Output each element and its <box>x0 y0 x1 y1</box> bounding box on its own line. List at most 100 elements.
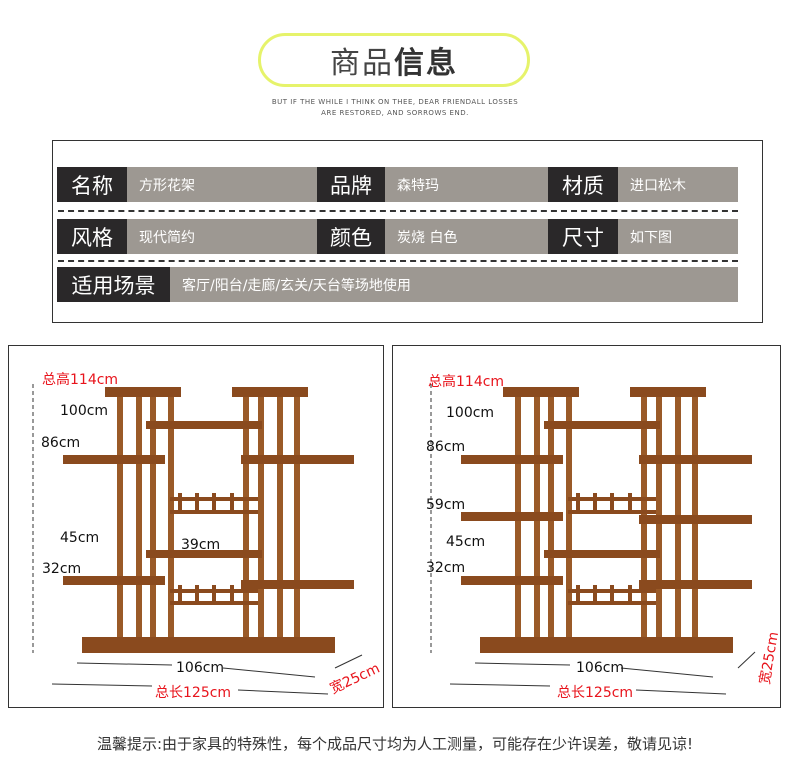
fence-rail <box>170 510 258 514</box>
title-light: 商品 <box>330 46 394 81</box>
shelf <box>146 550 262 558</box>
dimension-line <box>737 651 756 669</box>
spec-value: 炭烧 白色 <box>385 219 548 254</box>
dim-45: 45cm <box>60 530 100 546</box>
dim-total-height: 总高114cm <box>42 372 119 388</box>
footer-note: 温馨提示:由于家具的特殊性，每个成品尺寸均为人工测量，可能存在少许误差，敬请见谅… <box>96 735 694 753</box>
fence-picket <box>195 585 199 603</box>
shelf <box>639 455 752 464</box>
spec-value: 方形花架 <box>127 167 317 202</box>
spec-label: 品牌 <box>317 167 385 202</box>
section-title: 商品信息 <box>258 33 530 87</box>
dim-86: 86cm <box>41 435 81 451</box>
upright-post <box>168 390 174 648</box>
dimension-line <box>620 667 714 678</box>
shelf <box>241 455 354 464</box>
upright-post <box>566 390 572 648</box>
spec-label: 颜色 <box>317 219 385 254</box>
shelf <box>639 580 752 589</box>
shelf <box>461 512 563 521</box>
spec-value: 森特玛 <box>385 167 548 202</box>
dim-59: 59cm <box>426 497 466 513</box>
fence-picket <box>576 493 580 511</box>
spec-value: 进口松木 <box>618 167 738 202</box>
fence-picket <box>178 585 182 603</box>
shelf <box>544 550 660 558</box>
spec-box <box>52 140 763 323</box>
dim-total-length: 总长125cm <box>155 685 232 701</box>
dim-45: 45cm <box>446 534 486 550</box>
spec-value: 客厅/阳台/走廊/玄关/天台等场地使用 <box>170 267 738 302</box>
dimension-line <box>474 662 571 666</box>
dimension-line <box>222 667 316 678</box>
divider <box>58 260 738 262</box>
fence-picket <box>628 493 632 511</box>
top-platform <box>232 387 308 397</box>
dimension-line <box>449 683 551 687</box>
dim-100: 100cm <box>446 405 495 421</box>
dim-total-height: 总高114cm <box>428 374 505 390</box>
fence-picket <box>593 585 597 603</box>
divider <box>58 210 738 212</box>
upright-post <box>294 390 300 648</box>
diagram-panel-right <box>392 345 781 708</box>
bottom-shelf <box>480 637 733 653</box>
motto-line-1: BUT IF THE WHILE I THINK ON THEE, DEAR F… <box>271 98 519 106</box>
shelf <box>241 580 354 589</box>
shelf <box>63 576 165 585</box>
top-platform <box>503 387 579 397</box>
fence-picket <box>610 493 614 511</box>
title-bold: 信息 <box>394 46 458 81</box>
dim-32: 32cm <box>426 560 466 576</box>
motto: BUT IF THE WHILE I THINK ON THEE, DEAR F… <box>0 97 790 119</box>
dimension-line <box>237 689 329 695</box>
spec-label: 风格 <box>57 219 127 254</box>
fence-picket <box>576 585 580 603</box>
spec-label: 尺寸 <box>548 219 618 254</box>
upright-post <box>117 390 123 648</box>
fence-picket <box>212 493 216 511</box>
fence-picket <box>178 493 182 511</box>
upright-post <box>243 390 249 648</box>
fence-picket <box>593 493 597 511</box>
fence-rail <box>568 510 656 514</box>
upright-post <box>150 390 156 648</box>
top-platform <box>105 387 181 397</box>
dimension-line <box>635 689 727 695</box>
shelf <box>63 455 165 464</box>
fence-picket <box>628 585 632 603</box>
dim-total-length: 总长125cm <box>557 685 634 701</box>
dim-inner-length: 106cm <box>176 660 225 676</box>
dim-86: 86cm <box>426 439 466 455</box>
shelf <box>639 515 752 524</box>
dimension-line <box>334 654 363 669</box>
dimension-line <box>76 662 173 666</box>
fence-picket <box>230 493 234 511</box>
spec-value: 现代简约 <box>127 219 317 254</box>
diagram-panel-left <box>8 345 384 708</box>
shelf <box>461 576 563 585</box>
spec-label: 材质 <box>548 167 618 202</box>
shelf <box>544 421 660 429</box>
dim-39: 39cm <box>181 537 221 553</box>
dim-32: 32cm <box>42 561 82 577</box>
fence-picket <box>610 585 614 603</box>
fence-picket <box>230 585 234 603</box>
upright-post <box>136 390 142 648</box>
shelf <box>461 455 563 464</box>
dim-inner-length: 106cm <box>576 660 625 676</box>
upright-post <box>277 390 283 648</box>
spec-value: 如下图 <box>618 219 738 254</box>
dim-100: 100cm <box>60 403 109 419</box>
shelf <box>146 421 262 429</box>
spec-label: 名称 <box>57 167 127 202</box>
spec-label: 适用场景 <box>57 267 170 302</box>
bottom-shelf <box>82 637 335 653</box>
dimension-line <box>51 683 153 687</box>
upright-post <box>258 390 264 648</box>
fence-picket <box>195 493 199 511</box>
top-platform <box>630 387 706 397</box>
fence-picket <box>212 585 216 603</box>
